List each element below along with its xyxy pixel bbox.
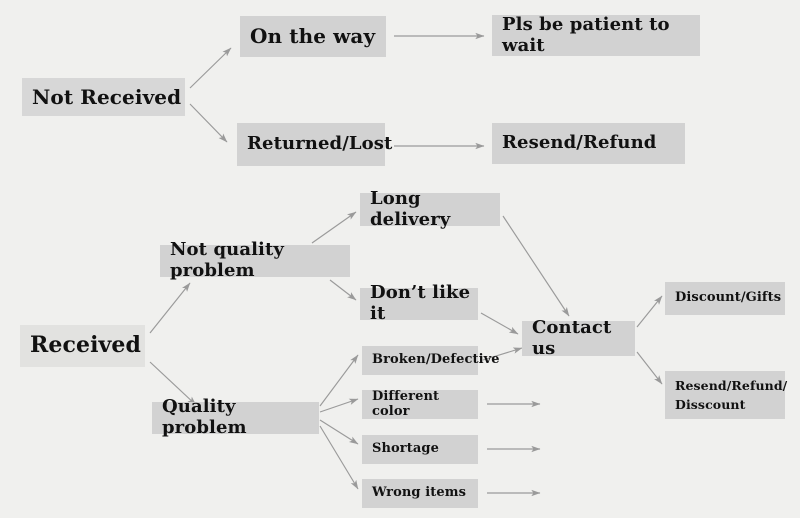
edge-contact-us-to-discount-gifts: [636, 295, 663, 328]
node-long-delivery[interactable]: Long delivery: [360, 188, 500, 229]
edge-not-received-to-returned-lost: [189, 103, 228, 143]
node-label: Quality problem: [162, 396, 247, 438]
edge-contact-us-to-resend-refund-disscount: [636, 351, 663, 385]
edge-received-to-not-quality-problem: [149, 282, 191, 334]
node-shortage[interactable]: Shortage: [362, 435, 478, 464]
node-resend-refund-disscount[interactable]: Resend/Refund/ Disscount: [665, 371, 788, 419]
edge-quality-problem-to-different-color: [319, 398, 359, 413]
node-label: Don’t like it: [370, 282, 471, 324]
node-label: Shortage: [372, 441, 439, 457]
edge-not-quality-problem-to-long-delivery: [311, 211, 357, 244]
node-label: Not Received: [32, 84, 182, 109]
node-label: Resend/Refund/ Disscount: [675, 377, 788, 412]
node-broken-defective[interactable]: Broken/Defective: [362, 346, 500, 375]
node-label: Contact us: [532, 316, 612, 359]
node-label: Resend/Refund: [502, 132, 657, 154]
node-not-received[interactable]: Not Received: [22, 78, 185, 116]
node-not-quality-problem[interactable]: Not quality problem: [160, 239, 350, 281]
edge-quality-problem-to-broken-defective: [319, 354, 359, 407]
edge-dont-like-it-to-contact-us: [480, 312, 519, 335]
node-received[interactable]: Received: [20, 325, 145, 367]
node-on-the-way[interactable]: On the way: [240, 16, 386, 57]
edge-quality-problem-to-wrong-items: [319, 425, 359, 490]
node-resend-refund[interactable]: Resend/Refund: [492, 123, 685, 164]
node-wrong-items[interactable]: Wrong items: [362, 479, 478, 508]
node-different-color[interactable]: Different color: [362, 388, 478, 419]
node-label: Not quality problem: [170, 239, 284, 281]
node-discount-gifts[interactable]: Discount/Gifts: [665, 282, 785, 315]
edge-quality-problem-to-shortage: [319, 419, 359, 445]
edge-not-quality-problem-to-dont-like-it: [329, 279, 357, 301]
node-quality-problem[interactable]: Quality problem: [152, 396, 319, 438]
node-pls-be-patient-to-wait[interactable]: Pls be patient to wait: [492, 13, 700, 56]
node-contact-us[interactable]: Contact us: [522, 316, 635, 359]
node-label: Received: [30, 332, 141, 359]
edge-not-received-to-on-the-way: [189, 47, 232, 89]
node-label: Broken/Defective: [372, 352, 500, 368]
node-returned-lost[interactable]: Returned/Lost: [237, 123, 393, 166]
node-label: Returned/Lost: [247, 133, 393, 155]
node-label: Different color: [372, 388, 440, 419]
node-label: Discount/Gifts: [675, 290, 782, 306]
node-dont-like-it[interactable]: Don’t like it: [360, 282, 478, 324]
edge-long-delivery-to-contact-us: [502, 215, 570, 317]
node-label: Wrong items: [372, 485, 466, 501]
node-label: Pls be patient to wait: [502, 13, 670, 56]
node-label: Long delivery: [370, 187, 451, 230]
node-label: On the way: [250, 24, 376, 48]
